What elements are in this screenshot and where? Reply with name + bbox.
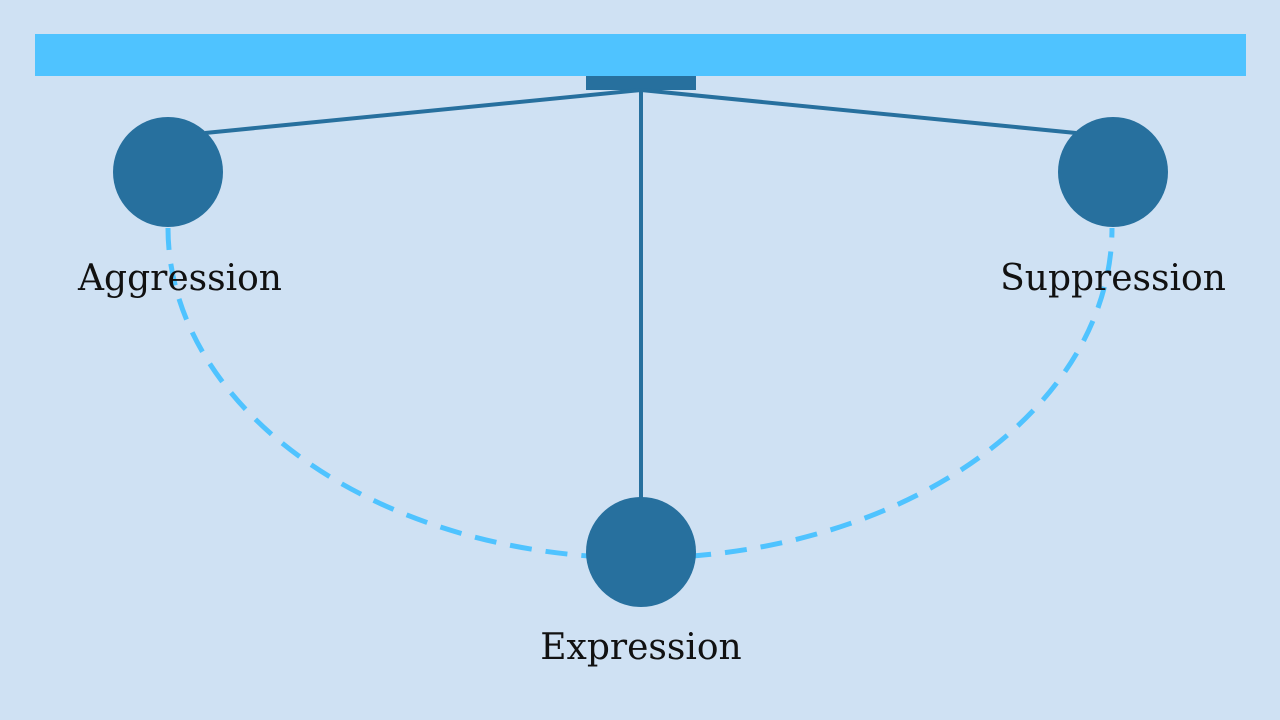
string-left	[204, 88, 642, 135]
bob-right	[1058, 117, 1168, 227]
top-beam	[35, 34, 1246, 76]
bob-left	[113, 117, 223, 227]
label-expression: Expression	[540, 627, 741, 668]
pivot-mount	[586, 76, 696, 90]
bob-center	[586, 497, 696, 607]
label-aggression: Aggression	[77, 258, 282, 299]
label-suppression: Suppression	[1000, 258, 1226, 299]
swing-arc	[165, 227, 1115, 561]
string-right	[640, 88, 1077, 135]
